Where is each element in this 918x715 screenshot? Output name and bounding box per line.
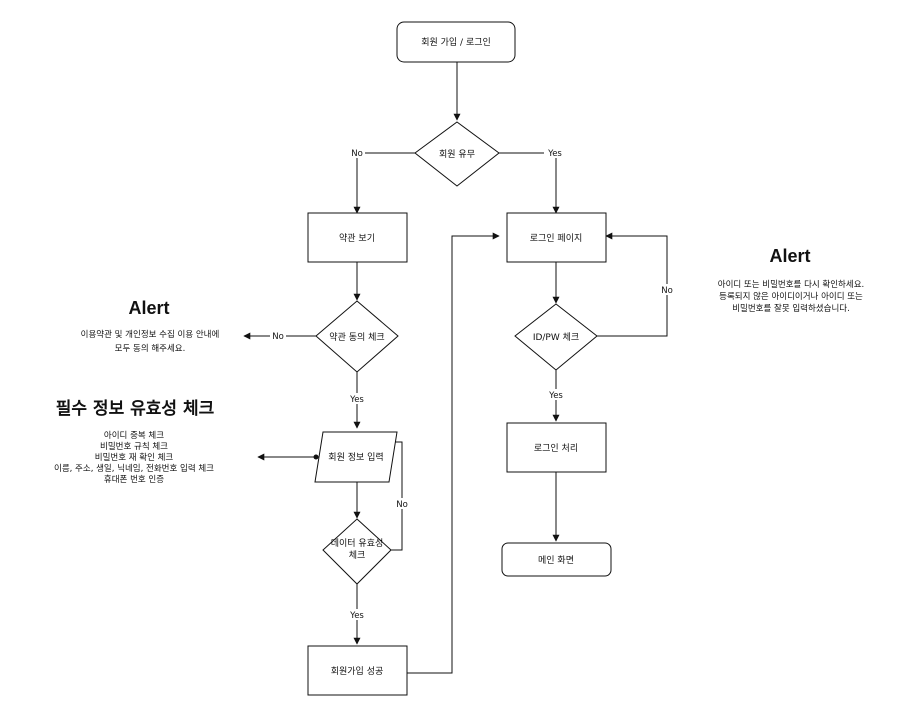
node-signup-success: 회원가입 성공: [307, 645, 408, 696]
note-validation-line-5: 휴대폰 번호 인증: [104, 474, 164, 485]
note-validation-line-4: 이름, 주소, 생일, 닉네임, 전화번호 입력 체크: [54, 463, 214, 474]
label-member-yes: Yes: [547, 149, 562, 159]
note-alert-terms-line-1: 이용약관 및 개인정보 수집 이용 안내에: [81, 329, 220, 340]
note-validation-line-3: 비밀번호 재 확인 체크: [95, 452, 174, 463]
node-member-check: 회원 유무: [414, 121, 500, 187]
node-start: 회원 가입 / 로그인: [396, 21, 516, 63]
label-terms-no: No: [272, 332, 284, 342]
node-login-process-label: 로그인 처리: [534, 442, 578, 454]
label-data-no: No: [396, 500, 408, 510]
note-alert-terms-line-2: 모두 동의 해주세요.: [115, 343, 186, 354]
label-idpw-yes: Yes: [548, 391, 563, 401]
node-signup-success-label: 회원가입 성공: [331, 665, 384, 677]
label-member-no: No: [351, 149, 363, 159]
nodes: 회원 가입 / 로그인 회원 유무 약관 보기 약관 동의 체크 회원 정보 입…: [307, 21, 612, 696]
note-validation-title: 필수 정보 유효성 체크: [56, 399, 215, 419]
node-idpw-check-label: ID/PW 체크: [533, 332, 579, 343]
edge-idpw-no-to-login: [597, 232, 668, 337]
node-login-page-label: 로그인 페이지: [530, 233, 583, 244]
note-alert-login: Alert 아이디 또는 비밀번호를 다시 확인하세요. 등록되지 않은 아이디…: [718, 246, 864, 314]
node-data-validity-label-2: 체크: [349, 550, 366, 561]
label-idpw-no: No: [661, 286, 673, 296]
note-validation: 필수 정보 유효성 체크 아이디 중복 체크 비밀번호 규칙 체크 비밀번호 재…: [54, 399, 215, 485]
node-terms-view-label: 약관 보기: [339, 232, 375, 244]
node-data-validity-label-1: 데이터 유효성: [331, 538, 384, 549]
label-data-yes: Yes: [349, 611, 364, 621]
note-validation-line-2: 비밀번호 규칙 체크: [100, 441, 168, 452]
node-member-info-input-label: 회원 정보 입력: [328, 451, 383, 463]
edge-member-yes-to-login: [499, 152, 560, 214]
node-terms-agree-check-label: 약관 동의 체크: [329, 331, 384, 343]
node-terms-agree-check: 약관 동의 체크: [315, 300, 399, 373]
node-start-label: 회원 가입 / 로그인: [421, 36, 491, 48]
node-main-screen-label: 메인 화면: [538, 555, 574, 566]
label-terms-yes: Yes: [349, 395, 364, 405]
note-alert-login-line-1: 아이디 또는 비밀번호를 다시 확인하세요.: [718, 279, 864, 290]
note-validation-line-1: 아이디 중복 체크: [104, 430, 164, 441]
node-terms-view: 약관 보기: [307, 212, 408, 263]
edge-labels: No Yes No Yes No Yes No Yes: [270, 147, 675, 621]
edge-start-dot: [313, 454, 319, 460]
node-login-process: 로그인 처리: [506, 422, 607, 473]
note-alert-terms-title: Alert: [128, 298, 169, 318]
node-login-page: 로그인 페이지: [506, 212, 607, 263]
note-alert-login-title: Alert: [769, 246, 810, 266]
node-main-screen: 메인 화면: [501, 542, 612, 577]
node-idpw-check: ID/PW 체크: [514, 303, 598, 371]
note-alert-terms: Alert 이용약관 및 개인정보 수집 이용 안내에 모두 동의 해주세요.: [81, 298, 220, 354]
node-member-check-label: 회원 유무: [439, 149, 475, 160]
note-alert-login-line-2: 등록되지 않은 아이디이거나 아이디 또는: [719, 291, 863, 302]
node-member-info-input: 회원 정보 입력: [314, 431, 398, 483]
node-data-validity-check: 데이터 유효성 체크: [322, 518, 392, 585]
edge-member-no-to-terms: [353, 152, 415, 214]
note-alert-login-line-3: 비밀번호를 잘못 입력하셨습니다.: [732, 303, 850, 314]
edge-signup-to-login-page: [407, 232, 500, 674]
